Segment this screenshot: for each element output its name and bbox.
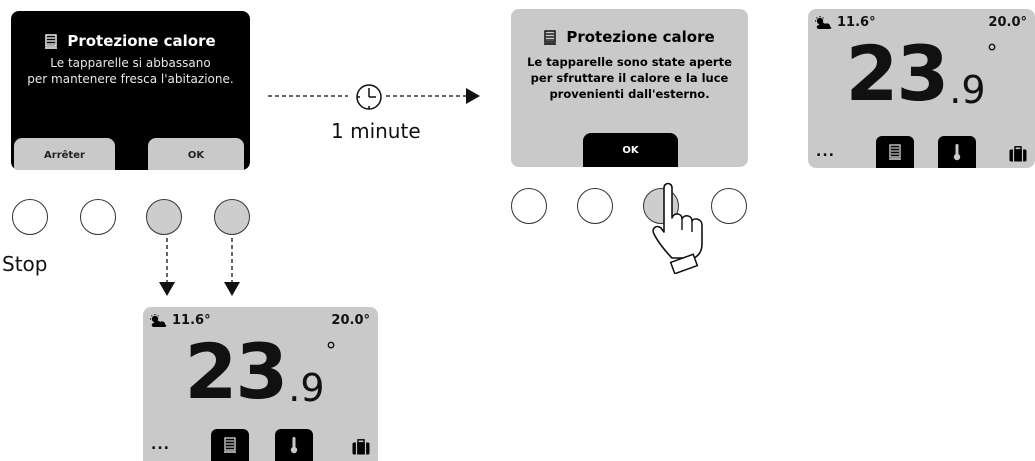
suitcase-icon[interactable] xyxy=(352,439,370,455)
weather-sun-cloud-icon xyxy=(815,15,832,29)
suitcase-icon[interactable] xyxy=(1009,146,1027,162)
shutter-tab[interactable] xyxy=(211,429,249,461)
shutter-icon xyxy=(224,437,236,453)
dialog-title: Protezione calore xyxy=(67,32,216,50)
arrow-down-icon xyxy=(159,238,175,296)
heating-tab[interactable] xyxy=(938,136,976,168)
setpoint-temp: 20.0° xyxy=(331,313,370,328)
temp-integer: 23 xyxy=(184,327,288,416)
hardware-button-4[interactable] xyxy=(214,199,250,235)
weather-sun-cloud-icon xyxy=(150,313,167,327)
temp-decimal: .9 xyxy=(288,366,325,410)
ok-button[interactable]: OK xyxy=(148,138,244,170)
stop-button[interactable]: Arrêter xyxy=(14,138,115,170)
dialog-title: Protezione calore xyxy=(566,28,715,46)
shutter-icon xyxy=(889,144,901,160)
home-screen: 11.6° 20.0° 23 .9 ° ... xyxy=(808,9,1035,168)
dialog-heat-lowering: Protezione calore Le tapparelle si abbas… xyxy=(11,11,250,170)
ok-button[interactable]: OK xyxy=(583,133,678,167)
heating-tab[interactable] xyxy=(275,429,313,461)
temp-degree: ° xyxy=(325,339,337,364)
dialog-title-row: Protezione calore xyxy=(511,28,748,46)
hardware-button-2[interactable] xyxy=(80,199,116,235)
shutter-icon xyxy=(544,29,557,45)
thermometer-icon xyxy=(953,144,961,161)
dialog-message: Le tapparelle si abbassano per mantenere… xyxy=(27,56,234,86)
temp-decimal: .9 xyxy=(949,68,986,112)
arrow-right-icon xyxy=(268,88,480,104)
room-temperature: 23 .9 ° xyxy=(808,35,1035,113)
dialog-message: Le tapparelle sono state aperte per sfru… xyxy=(527,55,732,101)
outdoor-weather: 11.6° xyxy=(149,313,211,328)
outdoor-temp: 11.6° xyxy=(172,313,211,328)
clock-icon xyxy=(356,84,382,110)
hardware-button-1[interactable] xyxy=(12,199,48,235)
hardware-button-4[interactable] xyxy=(711,188,747,224)
stop-caption: Stop xyxy=(2,252,48,276)
hardware-button-2[interactable] xyxy=(577,188,613,224)
hardware-button-3[interactable] xyxy=(146,199,182,235)
dialog-heat-opened: Protezione calore Le tapparelle sono sta… xyxy=(511,9,748,167)
outdoor-weather: 11.6° xyxy=(814,15,876,30)
room-temperature: 23 .9 ° xyxy=(143,333,378,411)
hardware-button-1[interactable] xyxy=(511,188,547,224)
pointing-hand-icon xyxy=(652,182,703,274)
setpoint-temp: 20.0° xyxy=(988,15,1027,30)
menu-button[interactable]: ... xyxy=(151,437,170,453)
temp-integer: 23 xyxy=(845,29,949,118)
shutter-tab[interactable] xyxy=(876,136,914,168)
shutter-icon xyxy=(45,33,58,49)
temp-degree: ° xyxy=(986,41,998,66)
thermometer-icon xyxy=(290,437,298,454)
outdoor-temp: 11.6° xyxy=(837,15,876,30)
timer-label: 1 minute xyxy=(331,119,421,143)
arrow-down-icon xyxy=(224,238,240,296)
menu-button[interactable]: ... xyxy=(816,144,835,160)
dialog-title-row: Protezione calore xyxy=(11,32,250,50)
home-screen: 11.6° 20.0° 23 .9 ° ... xyxy=(143,307,378,461)
